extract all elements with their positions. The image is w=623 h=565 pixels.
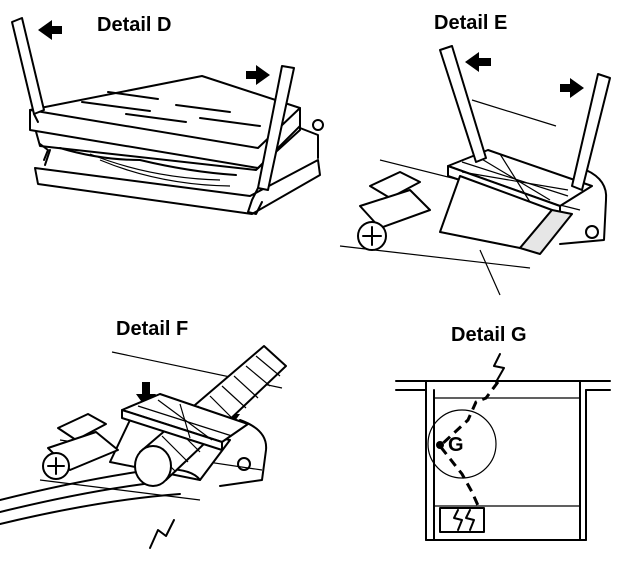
left-arrow-icon xyxy=(38,20,62,40)
detail-d-illustration xyxy=(11,17,324,215)
detail-g-label: Detail G xyxy=(451,324,527,346)
detail-g-illustration xyxy=(395,353,611,541)
break-line-icon xyxy=(493,353,505,383)
detail-e-label: Detail E xyxy=(434,12,508,34)
g-marker-label: G xyxy=(448,434,464,456)
right-arrow-icon xyxy=(560,78,584,98)
left-arrow-icon xyxy=(465,52,491,72)
detail-d-label: Detail D xyxy=(97,14,172,36)
break-line-icon xyxy=(149,519,175,549)
detail-f-label: Detail F xyxy=(116,318,189,340)
detail-e-illustration xyxy=(339,45,611,296)
screwdriver-icon xyxy=(439,45,487,163)
detail-f-illustration xyxy=(0,345,287,549)
right-arrow-icon xyxy=(246,65,270,85)
screwdriver-icon xyxy=(571,73,611,191)
down-arrow-icon xyxy=(136,382,156,408)
